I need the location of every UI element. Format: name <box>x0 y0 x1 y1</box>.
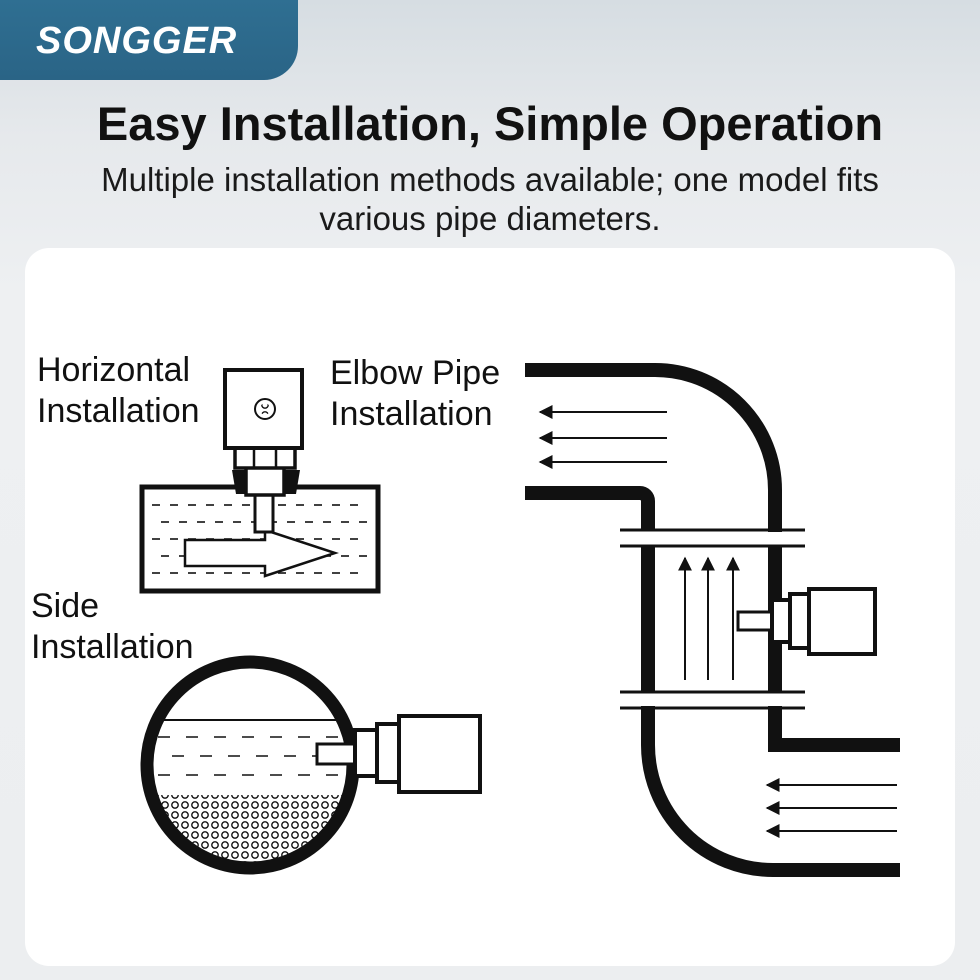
side-installation-diagram <box>140 655 482 875</box>
elbow-sensor-head <box>807 587 877 656</box>
horizontal-label-line-2: Installation <box>37 392 200 430</box>
side-sensor-neck <box>375 722 401 784</box>
page-subtitle: Multiple installation methods available;… <box>20 160 960 238</box>
elbow-label-line-2: Installation <box>330 395 493 433</box>
elbow-inner-bottom-wall <box>768 706 900 752</box>
elbow-flow-arrows <box>538 405 897 838</box>
side-label-line-2: Installation <box>31 628 194 666</box>
brand-tab: SONGGER <box>0 0 298 80</box>
elbow-flanges <box>620 528 805 710</box>
elbow-sensor <box>736 587 877 656</box>
liquid-dashes <box>158 736 352 776</box>
elbow-outer-bottom-wall <box>641 706 900 877</box>
side-installation-label: Side Installation <box>31 586 194 668</box>
horizontal-installation-diagram <box>139 368 381 594</box>
side-sensor-head <box>397 714 482 794</box>
side-label-line-1: Side <box>31 587 100 625</box>
elbow-sensor-probe <box>736 610 776 632</box>
horizontal-installation-label: Horizontal Installation <box>37 350 200 432</box>
elbow-outer-top-wall <box>525 363 782 532</box>
brand-logo: SONGGER <box>36 20 238 62</box>
side-sensor-probe <box>315 742 359 766</box>
sensor-neck <box>233 446 297 470</box>
subtitle-line-2: various pipe diameters. <box>319 200 661 237</box>
horizontal-label-line-1: Horizontal <box>37 351 191 389</box>
subtitle-line-1: Multiple installation methods available;… <box>101 161 879 198</box>
flow-arrow <box>183 528 340 578</box>
elbow-inner-top-wall <box>525 486 655 530</box>
elbow-label-line-1: Elbow Pipe <box>330 354 501 392</box>
page-title: Easy Installation, Simple Operation <box>96 97 884 150</box>
elbow-installation-label: Elbow Pipe Installation <box>330 353 500 435</box>
